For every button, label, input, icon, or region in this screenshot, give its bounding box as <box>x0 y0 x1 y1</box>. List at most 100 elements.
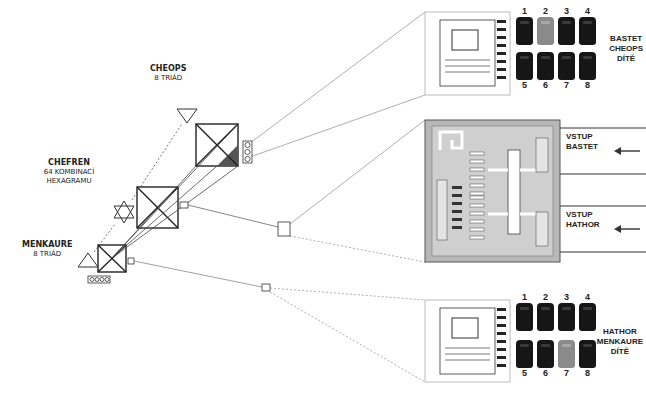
triangle-node: MENKAURE8 TRIÁD <box>22 240 72 259</box>
triangle-up <box>77 252 99 268</box>
callout-number: 4 <box>579 6 596 17</box>
pyramid-name: MENKAURE <box>22 240 72 250</box>
chip-notch <box>583 21 592 24</box>
chip-notch <box>541 56 550 59</box>
callout-number: 4 <box>579 292 596 303</box>
chip-body <box>579 17 596 45</box>
chip-node: 3 <box>558 6 575 45</box>
chip-node: 4 <box>579 292 596 331</box>
hexagram-outline <box>114 206 134 223</box>
pin-stroke <box>470 196 484 199</box>
chip-body <box>537 303 554 331</box>
chip-body <box>516 340 533 368</box>
chip-notch <box>583 56 592 59</box>
chip-body <box>558 303 575 331</box>
pin-stroke <box>497 364 506 367</box>
callout-number: 2 <box>537 292 554 303</box>
callout-number: 5 <box>516 368 533 379</box>
pin-stroke <box>497 76 506 79</box>
pin-stroke <box>497 44 506 47</box>
chip-notch <box>562 344 571 347</box>
pin-stroke <box>497 356 506 359</box>
chip-notch <box>520 307 529 310</box>
hexagram-node: CHEFREN64 KOMBINACÍ HEXAGRAMU <box>34 158 104 186</box>
chip-node: 2 <box>537 292 554 331</box>
chip-body <box>537 17 554 45</box>
pin-stroke <box>470 184 484 187</box>
chip-notch <box>541 21 550 24</box>
callout-number: 2 <box>537 6 554 17</box>
callout-number: 3 <box>558 292 575 303</box>
chip-node: 6 <box>537 52 554 91</box>
pyramid-note: 64 KOMBINACÍ HEXAGRAMU <box>34 168 104 186</box>
chip-body <box>516 303 533 331</box>
chip-body <box>579 340 596 368</box>
chip-node: 4 <box>579 6 596 45</box>
chip-notch <box>562 21 571 24</box>
callout-number: 8 <box>579 80 596 91</box>
pin-stroke <box>470 236 484 239</box>
callout-number: 7 <box>558 368 575 379</box>
callout-number: 8 <box>579 368 596 379</box>
input-label: VSTUP BASTET <box>566 132 598 152</box>
chip-node: 7 <box>558 340 575 379</box>
pin-stroke <box>497 60 506 63</box>
chip-notch <box>562 56 571 59</box>
chip-node: 6 <box>537 340 554 379</box>
pin-stroke <box>497 36 506 39</box>
chip-notch <box>583 307 592 310</box>
pin-stroke <box>497 332 506 335</box>
hexagram-outline <box>114 201 134 218</box>
chip-node: 8 <box>579 52 596 91</box>
chip-body <box>579 52 596 80</box>
callout-number: 6 <box>537 368 554 379</box>
chip-notch <box>520 56 529 59</box>
pin-stroke <box>470 220 484 223</box>
pin-stroke <box>470 176 484 179</box>
pin-stroke <box>497 28 506 31</box>
pin-stroke <box>470 152 484 155</box>
triangle-down <box>176 108 198 124</box>
callout-number: 1 <box>516 6 533 17</box>
pin-stroke <box>497 324 506 327</box>
chip-node: 8 <box>579 340 596 379</box>
pin-stroke <box>470 204 484 207</box>
group-label: BASTET CHEOPS DÍTĚ <box>609 34 643 64</box>
group-label: HATHOR MENKAURE DÍTĚ <box>597 327 643 357</box>
pin-stroke <box>497 20 506 23</box>
chip-notch <box>541 344 550 347</box>
callout-number: 5 <box>516 80 533 91</box>
chip-node: 3 <box>558 292 575 331</box>
chip-body <box>537 52 554 80</box>
chip-body <box>558 52 575 80</box>
input-label: VSTUP HATHOR <box>566 210 600 230</box>
pin-stroke <box>452 202 462 205</box>
chip-notch <box>541 307 550 310</box>
callout-number: 6 <box>537 80 554 91</box>
pin-stroke <box>452 218 462 221</box>
pyramid-note: 8 TRIÁD <box>22 250 72 259</box>
chip-node: 5 <box>516 340 533 379</box>
callout-number: 1 <box>516 292 533 303</box>
hexagram <box>112 200 136 224</box>
chip-body <box>516 17 533 45</box>
chip-body <box>558 17 575 45</box>
pin-stroke <box>452 186 462 189</box>
pin-stroke <box>470 192 484 195</box>
pin-stroke <box>470 160 484 163</box>
triangle-node: CHEOPS8 TRIÁD <box>150 64 186 126</box>
chip-node: 1 <box>516 292 533 331</box>
pin-stroke <box>452 210 462 213</box>
chip-notch <box>520 21 529 24</box>
pin-stroke <box>497 52 506 55</box>
pin-stroke <box>470 212 484 215</box>
pin-stroke <box>497 316 506 319</box>
pin-stroke <box>497 308 506 311</box>
triangle-outline <box>78 253 98 267</box>
pin-stroke <box>452 194 462 197</box>
chip-notch <box>583 344 592 347</box>
chip-notch <box>520 344 529 347</box>
chip-body <box>579 303 596 331</box>
chip-node: 7 <box>558 52 575 91</box>
pin-stroke <box>497 348 506 351</box>
